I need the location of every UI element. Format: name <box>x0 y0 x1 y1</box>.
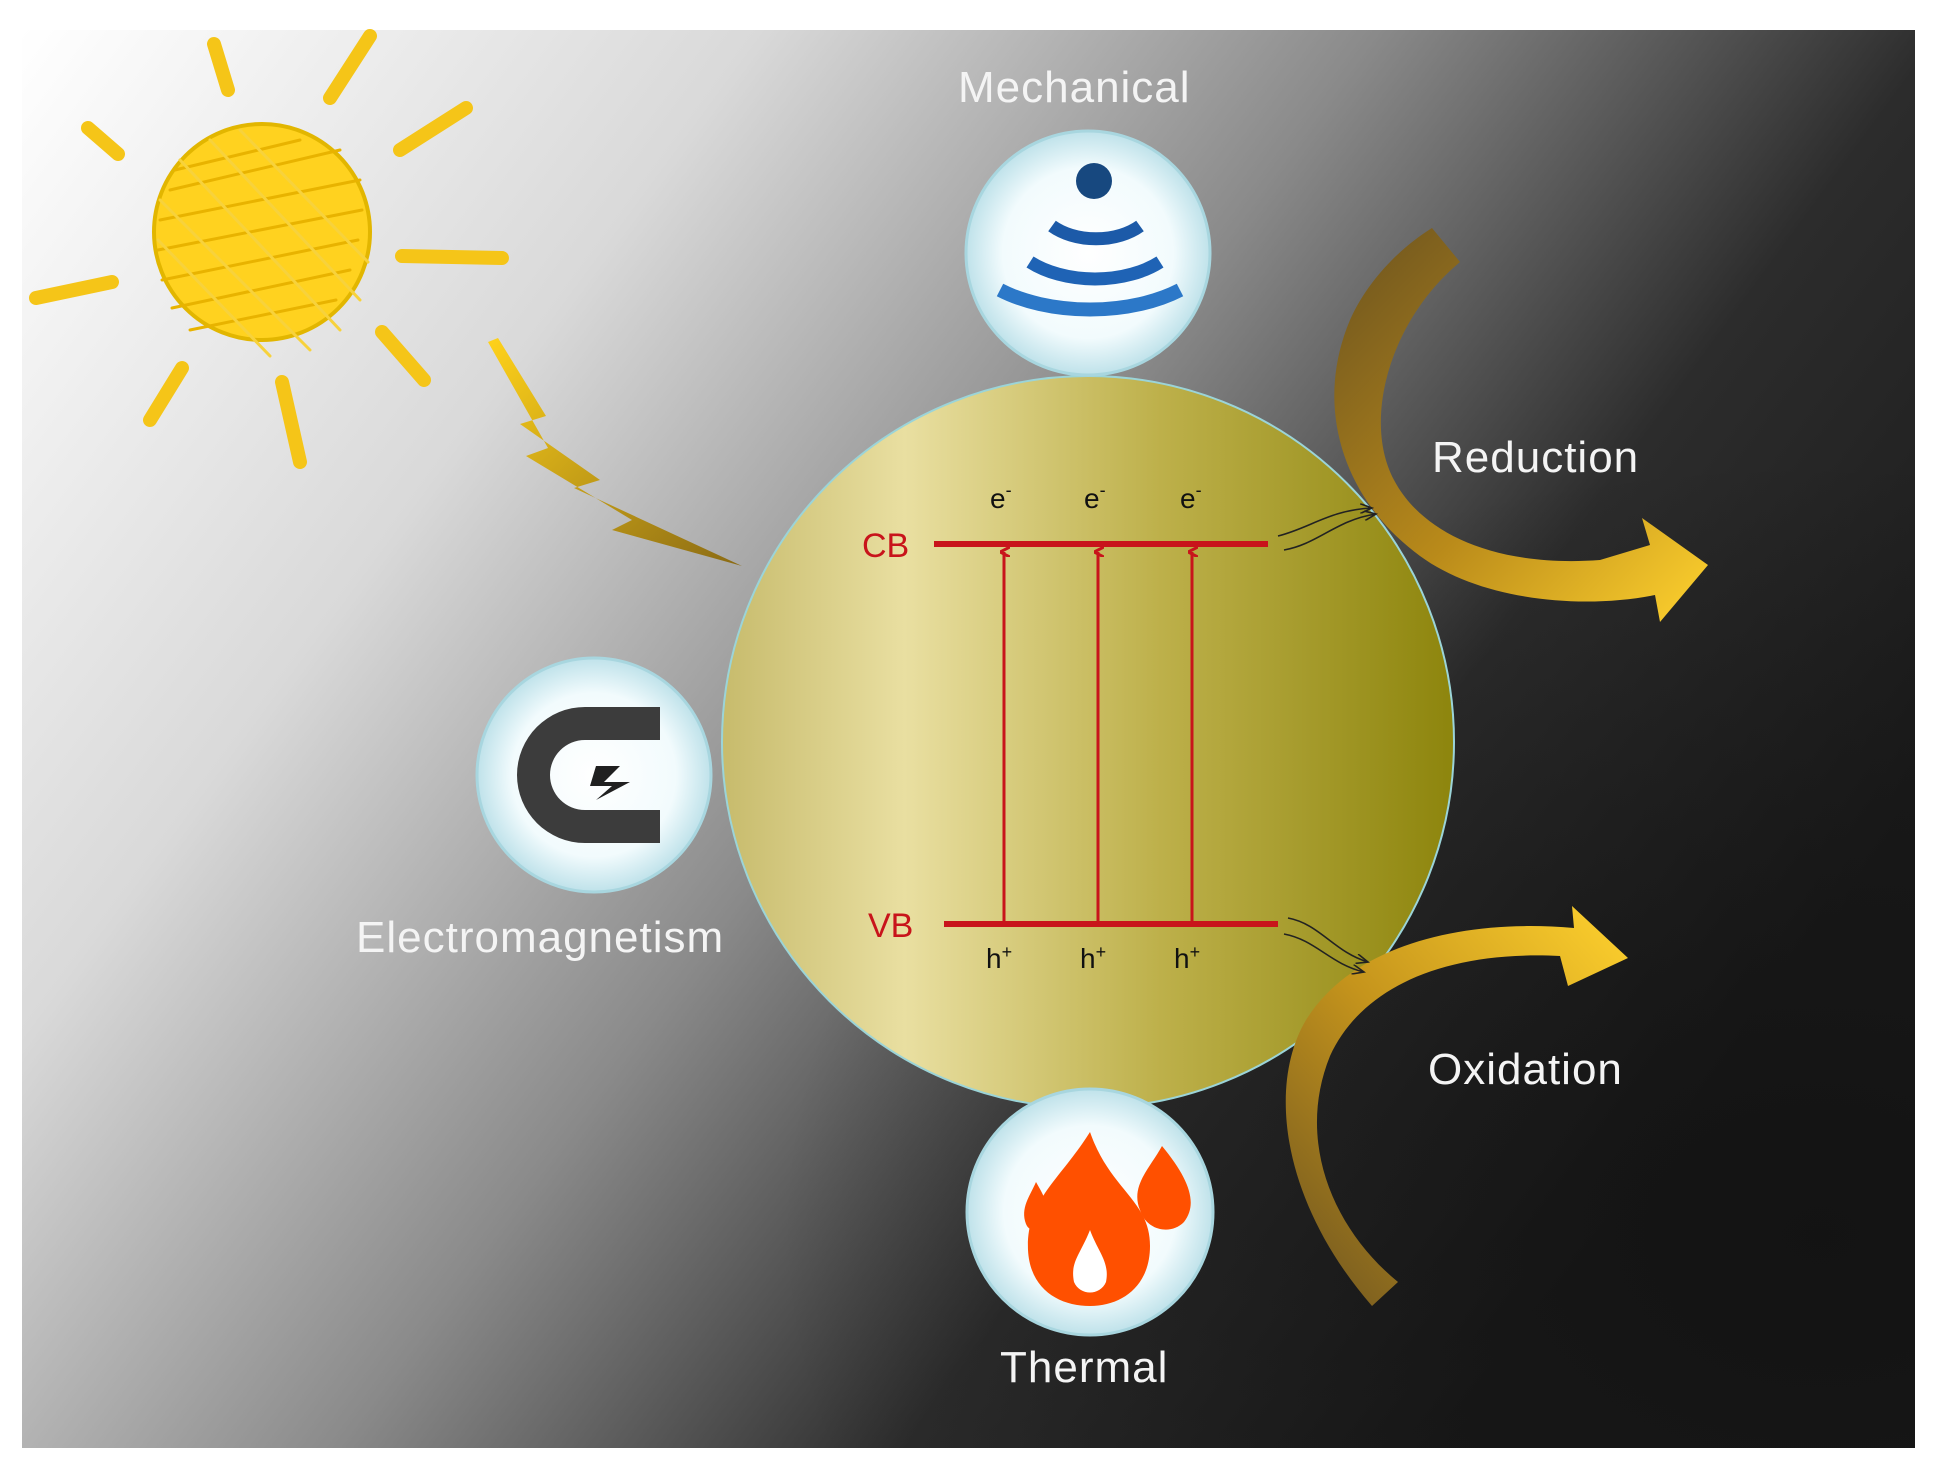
electron-labels: e- e- e- <box>990 480 1202 514</box>
hole-label: h+ <box>1174 942 1200 974</box>
lightning-bolt-icon <box>488 338 742 566</box>
electron-transfer-arrows <box>1277 508 1376 551</box>
hole-label: h+ <box>986 942 1012 974</box>
oxidation-label: Oxidation <box>1428 1045 1623 1094</box>
electron-label: e- <box>1180 480 1202 514</box>
reduction-label: Reduction <box>1432 433 1639 482</box>
sun-icon <box>29 29 509 469</box>
hole-transfer-arrows <box>1283 917 1368 972</box>
thermal-label: Thermal <box>1000 1343 1168 1392</box>
flame-icon <box>1024 1132 1191 1306</box>
magnet-icon <box>517 707 660 843</box>
oxidation-arrow <box>1285 906 1628 1306</box>
sound-wave-icon <box>996 163 1184 317</box>
electron-label: e- <box>990 480 1012 514</box>
cb-label: CB <box>862 527 909 565</box>
hole-label: h+ <box>1080 942 1106 974</box>
mechanical-label: Mechanical <box>958 63 1191 112</box>
electron-label: e- <box>1084 480 1106 514</box>
hole-labels: h+ h+ h+ <box>986 942 1200 974</box>
reduction-arrow <box>1334 228 1708 622</box>
mechanical-bubble <box>964 129 1212 377</box>
thermal-bubble <box>965 1087 1215 1337</box>
electromagnetism-label: Electromagnetism <box>356 913 724 962</box>
excitation-arrows <box>1004 552 1192 924</box>
electromagnetism-bubble <box>475 656 713 894</box>
vb-label: VB <box>868 907 913 945</box>
